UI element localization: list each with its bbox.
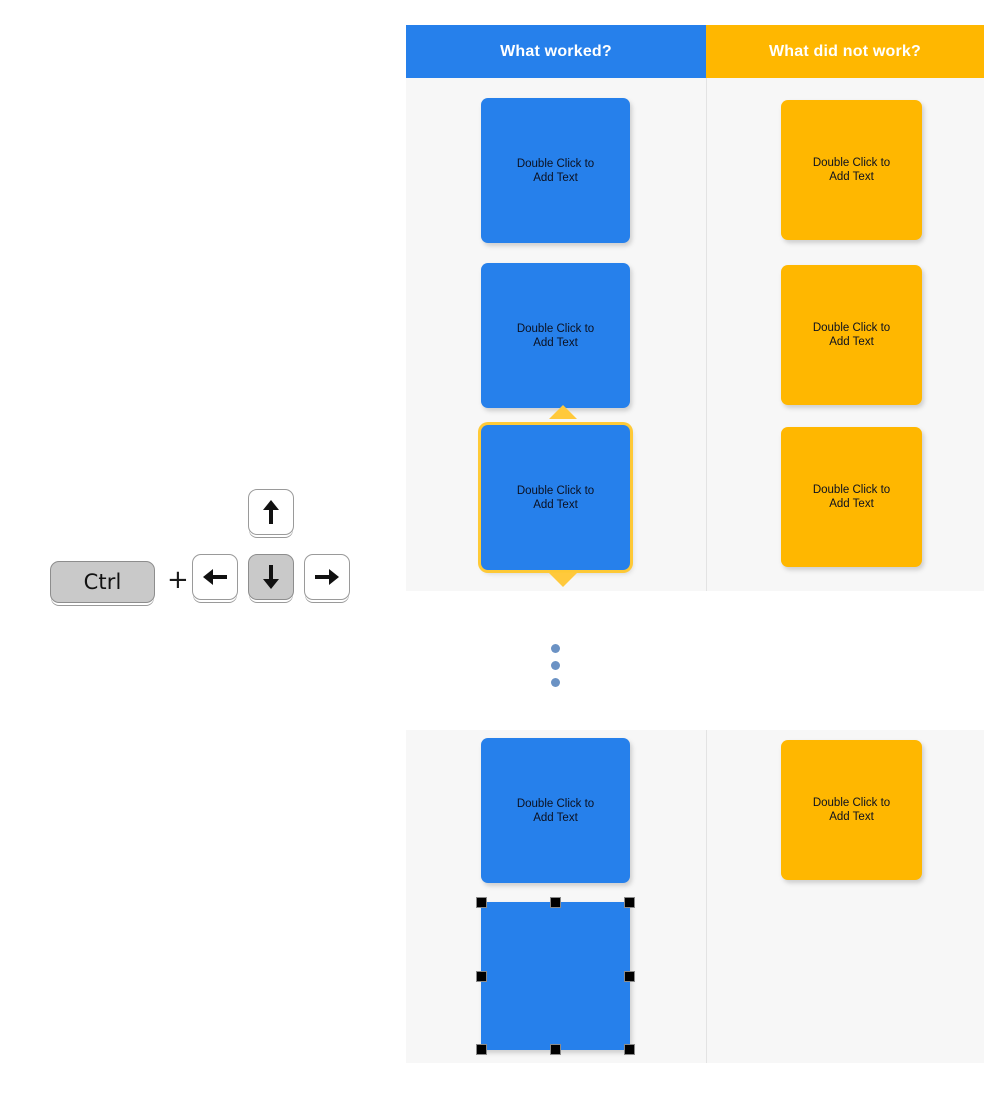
selection-handle-ne[interactable] [624,897,635,908]
arrow-left-icon [202,567,228,587]
sticky-note-text: Double Click to Add Text [516,484,595,511]
arrow-right-key[interactable] [304,554,350,600]
sticky-note-selected-wrapper [476,897,635,1055]
column-header-label: What did not work? [768,42,922,60]
sticky-note[interactable]: Double Click to Add Text [481,263,630,408]
selection-handle-w[interactable] [476,971,487,982]
sticky-note-text: Double Click to Add Text [516,157,595,184]
column-divider [706,730,707,1063]
arrow-left-key[interactable] [192,554,238,600]
sticky-note-moving[interactable]: Double Click to Add Text [481,425,630,570]
sticky-note-selected[interactable] [481,902,630,1050]
selection-handle-s[interactable] [550,1044,561,1055]
arrow-down-icon [261,564,281,590]
column-header-what-worked[interactable]: What worked? [406,25,706,78]
sticky-note[interactable]: Double Click to Add Text [481,738,630,883]
vertical-ellipsis [551,644,560,687]
sticky-note[interactable]: Double Click to Add Text [781,427,922,567]
ellipsis-dot [551,678,560,687]
selection-handle-se[interactable] [624,1044,635,1055]
selection-handle-sw[interactable] [476,1044,487,1055]
arrow-right-icon [314,567,340,587]
column-divider [706,25,707,591]
ellipsis-dot [551,661,560,670]
move-down-indicator-icon [549,573,577,587]
arrow-down-key[interactable] [248,554,294,600]
arrow-up-key[interactable] [248,489,294,535]
sticky-note[interactable]: Double Click to Add Text [781,100,922,240]
sticky-note[interactable]: Double Click to Add Text [481,98,630,243]
retro-board-bottom: Double Click to Add Text Double Click to… [406,730,984,1063]
sticky-note-text: Double Click to Add Text [516,797,595,824]
selection-handle-n[interactable] [550,897,561,908]
sticky-note[interactable]: Double Click to Add Text [781,740,922,880]
selection-handle-nw[interactable] [476,897,487,908]
plus-sign: + [167,565,189,595]
ctrl-key[interactable]: Ctrl [50,561,155,603]
ctrl-key-label: Ctrl [83,569,122,594]
selection-handle-e[interactable] [624,971,635,982]
arrow-up-icon [261,499,281,525]
sticky-note-text: Double Click to Add Text [812,322,891,348]
ellipsis-dot [551,644,560,653]
move-up-indicator-icon [549,405,577,419]
sticky-note-text: Double Click to Add Text [812,157,891,183]
sticky-note-text: Double Click to Add Text [812,484,891,510]
sticky-note[interactable]: Double Click to Add Text [781,265,922,405]
column-header-what-did-not-work[interactable]: What did not work? [706,25,984,78]
column-header-label: What worked? [500,42,612,60]
keyboard-shortcut-diagram: Ctrl + [0,0,400,1104]
retro-board-top: What worked? What did not work? Double C… [406,25,984,591]
sticky-note-text: Double Click to Add Text [812,797,891,823]
sticky-note-text: Double Click to Add Text [516,322,595,349]
